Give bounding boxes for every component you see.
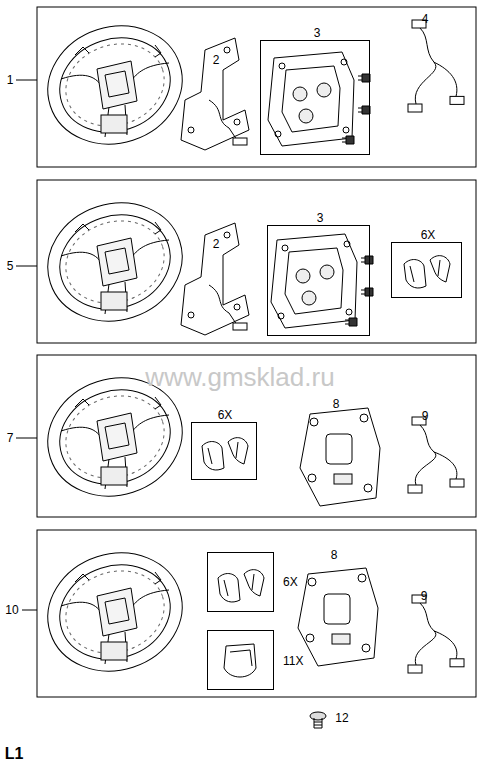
wiring-harness [408,417,464,493]
watermark: www.gmsklad.ru [145,364,334,390]
callout-number: 12 [335,712,348,724]
callout-number: 1 [7,74,14,86]
bolt [310,712,326,728]
part-group-box: 6X [391,242,462,298]
callout-number: 6X [421,229,436,241]
steering-wheel [32,9,197,161]
callout-number: 9 [422,410,429,422]
part-group-box: 11X [207,630,274,690]
callout-number: 8 [331,549,338,561]
steering-wheel [32,536,197,688]
wiring-harness [408,20,464,112]
bracket [181,223,249,335]
part-group-box: 6X [191,422,257,480]
steering-wheel [32,186,197,338]
callout-number: 6X [218,409,233,421]
cover [224,644,256,677]
part-group-box: 3 [260,40,370,155]
leader-line [22,610,37,611]
callout-number: 2 [213,54,220,66]
callout-number: 6X [283,576,298,588]
callout-number: 11X [283,655,303,667]
callout-number: 3 [314,27,321,39]
callout-number: 3 [317,212,324,224]
mounting-plate [298,568,378,666]
callout-number: 2 [213,238,220,250]
mounting-plate [271,234,373,328]
leader-line [16,266,37,267]
callout-number: 10 [5,604,18,616]
trim-clip [404,256,450,288]
callout-number: 7 [7,432,14,444]
trim-clip [202,438,248,470]
leader-line [16,438,37,439]
bracket [181,38,249,150]
part-group-box: 3 [267,225,370,336]
callout-number: 4 [422,13,429,25]
callout-number: 5 [7,260,14,272]
part-group-box: 6X [207,552,274,612]
callout-number: 9 [421,590,428,602]
mounting-plate [300,408,380,506]
leader-line [16,80,37,81]
trim-clip [218,570,264,602]
callout-number: 8 [333,398,340,410]
mounting-plate [268,52,370,146]
figure-id: L1 [5,746,24,762]
wiring-harness [408,595,464,673]
